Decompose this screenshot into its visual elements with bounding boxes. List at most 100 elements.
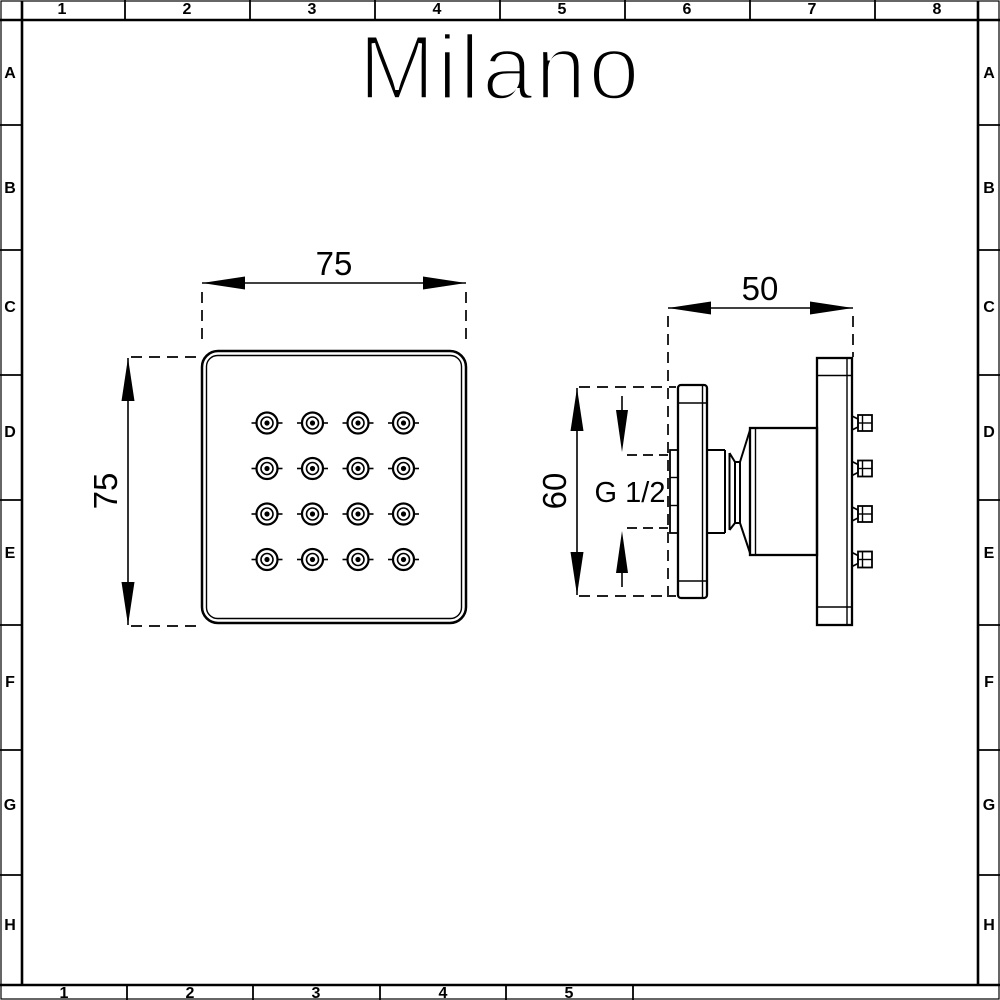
bottom-zone-dividers [126, 985, 634, 1000]
zone-label: 1 [58, 1, 67, 18]
nozzle [388, 456, 419, 481]
zone-label: 5 [565, 985, 574, 1000]
nozzle-inner-ring [260, 461, 274, 476]
nozzle-center-dot [400, 556, 407, 563]
nozzle-inner-ring [396, 461, 411, 476]
zone-label: A [983, 65, 995, 82]
outlet-connector [851, 459, 873, 478]
nozzle-inner-ring [305, 552, 320, 567]
nozzle-center-dot [355, 465, 361, 472]
nozzle-center-dot [355, 511, 361, 517]
arrowhead-right-icon [423, 276, 466, 290]
jet-body-outline [748, 426, 819, 557]
zone-label: H [983, 917, 995, 934]
outlet-connectors [851, 414, 873, 569]
front-height-value: 75 [87, 473, 124, 510]
nozzle-center-dot [264, 556, 270, 563]
nozzle-center-dot [400, 465, 407, 472]
nozzle-center-dot [355, 556, 361, 563]
zone-label: B [4, 180, 16, 197]
zone-label: 4 [433, 1, 442, 18]
thread-size-label: G 1/2 [595, 477, 666, 509]
nozzle-inner-ring [351, 461, 365, 476]
nozzle [342, 456, 374, 481]
top-zone-labels: 1 2 3 4 5 6 7 8 [58, 1, 942, 18]
nozzle [297, 547, 328, 572]
nozzle-center-dot [355, 420, 361, 426]
zone-label: 7 [808, 1, 817, 18]
nozzle-inner-ring [305, 461, 320, 476]
front-height-dimension: 75 [87, 356, 197, 627]
nozzle [297, 411, 328, 435]
nozzle-inner-ring [260, 507, 274, 521]
nozzle-center-dot [264, 511, 270, 517]
zone-label: 5 [558, 1, 567, 18]
zone-label: 2 [186, 985, 195, 1000]
zone-label: A [4, 65, 16, 82]
nozzle-inner-ring [305, 507, 320, 521]
wall-plate-outline [815, 356, 854, 627]
nozzle-center-dot [309, 511, 316, 517]
faceplate-outline [200, 349, 468, 625]
zone-label: 1 [60, 985, 69, 1000]
arrowhead-right-icon [810, 301, 853, 315]
arrowhead-down-icon [121, 582, 135, 625]
nozzle [251, 547, 283, 572]
nozzle [342, 411, 374, 435]
faceplate-inner-edge [205, 354, 463, 620]
zone-label: 8 [933, 1, 942, 18]
nozzle-inner-ring [396, 416, 411, 430]
zone-label: C [4, 299, 16, 316]
nozzle [251, 502, 283, 526]
outlet-connector [851, 550, 873, 569]
right-zone-dividers [978, 124, 1000, 876]
nozzle [388, 547, 419, 572]
zone-label: B [983, 180, 995, 197]
swivel-neck [707, 429, 751, 554]
arrowhead-left-icon [202, 276, 245, 290]
outlet-connector [851, 414, 873, 432]
nozzle [388, 502, 419, 526]
zone-label: G [4, 797, 16, 814]
zone-label: D [983, 424, 995, 441]
side-depth-dimension: 50 [667, 270, 854, 600]
arrowhead-up-icon [121, 358, 135, 401]
zone-label: H [4, 917, 16, 934]
nozzle-inner-ring [260, 416, 274, 430]
nozzle-inner-ring [351, 416, 365, 430]
nozzle-center-dot [264, 465, 270, 472]
top-zone-dividers [124, 0, 876, 20]
front-width-value: 75 [316, 245, 353, 282]
nozzle-inner-ring [305, 416, 320, 430]
bottom-zone-labels: 1 2 3 4 5 [60, 985, 574, 1000]
nozzle-center-dot [309, 556, 316, 563]
thread-inlet-tab [669, 449, 679, 534]
nozzle [297, 456, 328, 481]
outlet-connector [851, 505, 873, 523]
zone-label: 3 [308, 1, 317, 18]
nozzle [342, 547, 374, 572]
nozzle-center-dot [400, 511, 407, 517]
nozzle [251, 411, 283, 435]
zone-label: D [4, 424, 16, 441]
side-depth-value: 50 [742, 270, 779, 307]
left-zone-labels: A B C D E F G H [4, 65, 16, 934]
arrowhead-down-icon [570, 552, 584, 595]
nozzle-inner-ring [351, 552, 365, 567]
nozzle-center-dot [309, 420, 316, 426]
nozzle-inner-ring [396, 552, 411, 567]
front-width-dimension: 75 [201, 245, 467, 346]
zone-label: F [5, 674, 15, 691]
zone-label: E [5, 545, 16, 562]
nozzle-inner-ring [396, 507, 411, 521]
arrowhead-left-icon [668, 301, 711, 315]
nozzle-center-dot [264, 420, 270, 426]
zone-label: C [983, 299, 995, 316]
brand-logo: Milano [358, 17, 641, 119]
nozzle [342, 502, 374, 526]
zone-label: G [983, 797, 995, 814]
nozzle-inner-ring [351, 507, 365, 521]
